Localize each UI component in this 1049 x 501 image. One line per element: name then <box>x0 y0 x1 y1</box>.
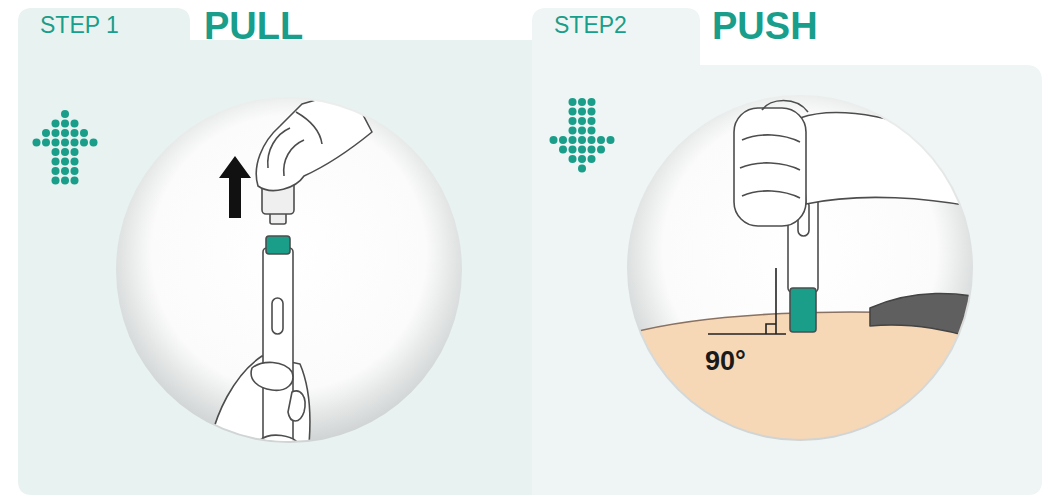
step-title: PULL <box>204 5 303 47</box>
pen-dot <box>276 378 280 382</box>
arrow-dot <box>578 146 586 154</box>
thumb <box>762 101 808 113</box>
arrow-dot <box>61 120 69 128</box>
arrow-dot <box>33 139 41 147</box>
arrow-dot <box>569 98 577 106</box>
arrow-dot <box>569 108 577 116</box>
dotted-down-arrow <box>550 98 615 173</box>
panel-shape <box>18 8 532 495</box>
arrow-dot <box>52 158 60 166</box>
panel-outline <box>532 8 1042 495</box>
view-circle <box>627 95 973 441</box>
hand <box>800 113 980 208</box>
finger-lines <box>268 112 322 176</box>
arrow-dot <box>588 108 596 116</box>
arrow-dot <box>569 136 577 144</box>
arrow-dot <box>588 117 596 125</box>
pen-cap <box>262 176 294 214</box>
arrow-dot <box>578 155 586 163</box>
pen-window <box>798 200 809 236</box>
arrow-dot <box>71 177 79 185</box>
angle-label: 90° <box>705 346 746 377</box>
pull-arrow <box>219 156 251 218</box>
view-circle <box>116 97 462 443</box>
step-number: STEP2 <box>554 10 627 40</box>
cap-nub <box>270 210 286 224</box>
step-title: PUSH <box>712 5 818 47</box>
arrow-dot <box>569 146 577 154</box>
arrow-dot <box>559 146 567 154</box>
arrow-dot <box>578 165 586 173</box>
arrow-dot <box>80 139 88 147</box>
arrow-dot <box>52 148 60 156</box>
pen-body <box>263 248 293 488</box>
arrow-dot <box>569 127 577 135</box>
pen-tip <box>790 288 816 332</box>
arrow-dot <box>578 136 586 144</box>
step-panel: STEP2 PUSH <box>532 8 1042 495</box>
arrow-dot <box>588 136 596 144</box>
step-number: STEP 1 <box>40 10 119 40</box>
arrow-dot <box>578 98 586 106</box>
arrow-dot <box>71 148 79 156</box>
arrow-dot <box>90 139 98 147</box>
arrow-dot <box>588 146 596 154</box>
arrow-dot <box>80 129 88 137</box>
skin <box>620 312 990 460</box>
arrow-dot <box>61 167 69 175</box>
pen-tip <box>266 236 290 254</box>
panel-outline <box>18 8 532 495</box>
hand <box>256 90 372 191</box>
pull-illustration <box>205 90 372 488</box>
arrow-dot <box>607 136 615 144</box>
angle-marker <box>708 268 786 334</box>
arrow-dot <box>71 120 79 128</box>
arrow-dot <box>71 129 79 137</box>
finger <box>288 391 305 421</box>
arrow-dot <box>588 127 596 135</box>
arrow-dot <box>588 98 596 106</box>
clothing <box>870 293 990 344</box>
arrow-dot <box>597 136 605 144</box>
finger <box>257 435 301 460</box>
arrow-dot <box>61 177 69 185</box>
arrow-dot <box>71 167 79 175</box>
panel-shape <box>532 8 1042 495</box>
finger-lines <box>740 135 800 198</box>
arrow-dot <box>52 139 60 147</box>
arrow-dot <box>588 155 596 163</box>
arrow-dot <box>61 148 69 156</box>
arrow-dot <box>597 146 605 154</box>
step-panel: STEP 1 PULL <box>18 8 532 495</box>
arrow-dot <box>578 108 586 116</box>
arrow-dot <box>569 117 577 125</box>
fist <box>734 108 806 226</box>
arrow-dot <box>61 139 69 147</box>
arrow-dot <box>61 158 69 166</box>
arrow-dot <box>42 129 50 137</box>
arrow-dot <box>61 110 69 118</box>
dotted-up-arrow <box>33 110 98 185</box>
arrow-dot <box>550 136 558 144</box>
arrow-dot <box>578 117 586 125</box>
arrow-dot <box>42 139 50 147</box>
arrow-dot <box>52 167 60 175</box>
arrow-dot <box>71 139 79 147</box>
thumb <box>251 362 293 390</box>
hand <box>205 356 310 470</box>
arrow-dot <box>71 158 79 166</box>
arrow-dot <box>52 120 60 128</box>
push-illustration <box>620 101 990 461</box>
arrow-dot <box>61 129 69 137</box>
arrow-dot <box>52 177 60 185</box>
arrow-dot <box>559 136 567 144</box>
arrow-dot <box>52 129 60 137</box>
pen-window <box>272 298 283 334</box>
arrow-dot <box>578 127 586 135</box>
pen-body <box>788 140 818 292</box>
arrow-dot <box>569 155 577 163</box>
